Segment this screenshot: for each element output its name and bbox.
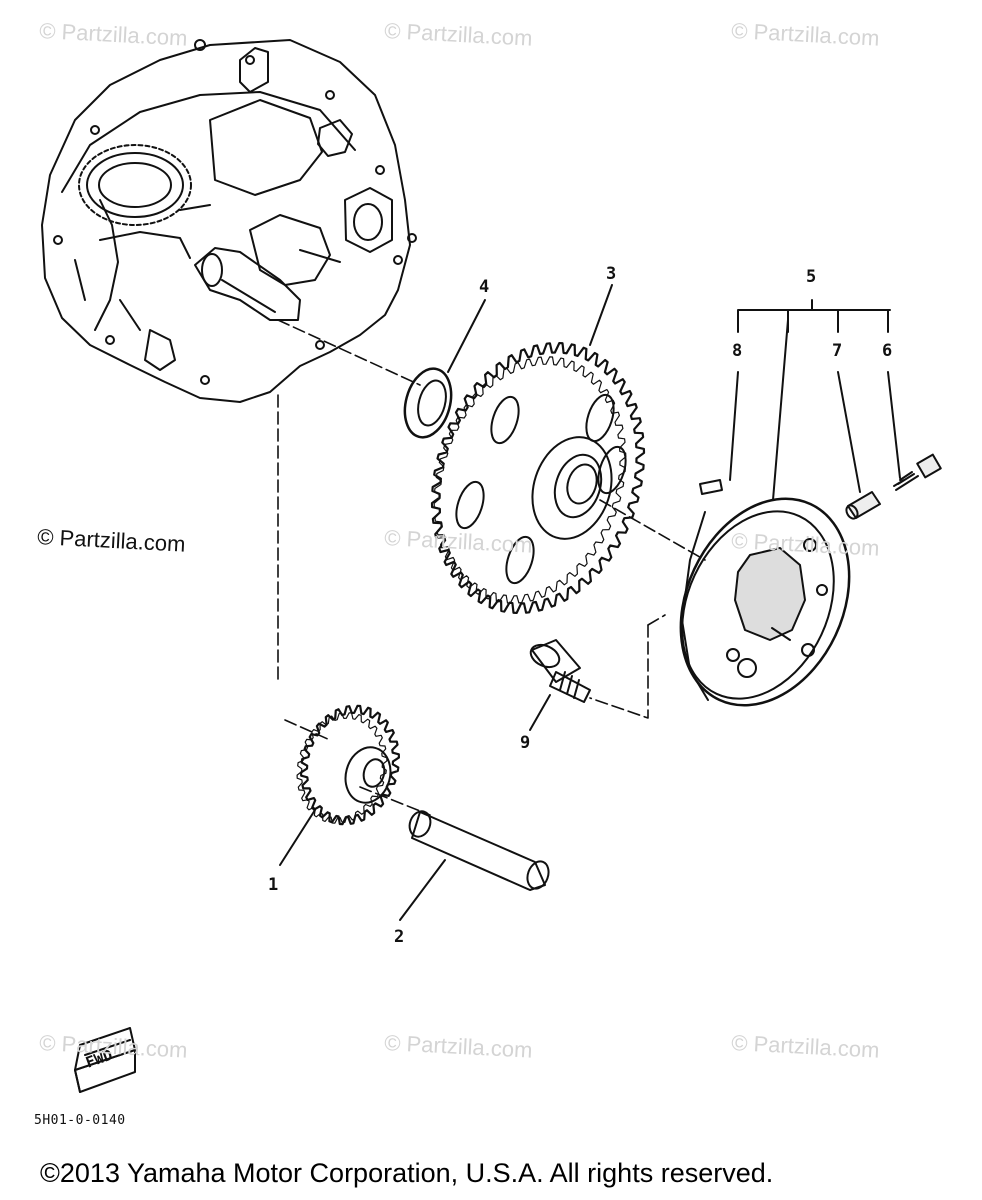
spring-part-6 xyxy=(893,453,942,491)
shaft-part-2 xyxy=(408,810,550,891)
callout-3: 3 xyxy=(606,264,616,284)
callout-leaders xyxy=(279,284,901,921)
callout-1: 1 xyxy=(268,875,278,895)
assembly-axis-lines xyxy=(277,319,706,816)
copyright-notice: ©2013 Yamaha Motor Corporation, U.S.A. A… xyxy=(40,1158,774,1188)
callout-6: 6 xyxy=(882,341,892,361)
washer-part-4 xyxy=(403,367,453,439)
drawing-code: 5H01-0-0140 xyxy=(34,1113,126,1128)
wheel-gear-part-3 xyxy=(430,342,646,614)
starter-clutch-part-5 xyxy=(679,497,851,707)
callout-9: 9 xyxy=(520,733,530,753)
callout-2: 2 xyxy=(394,927,404,947)
forward-direction-marker xyxy=(74,1027,136,1093)
crankcase-illustration xyxy=(41,39,417,403)
callout-4: 4 xyxy=(479,277,489,297)
idle-gear-part-1 xyxy=(296,704,400,826)
callout-5: 5 xyxy=(806,267,816,287)
roller-part-7 xyxy=(845,491,881,520)
callout-8: 8 xyxy=(732,341,742,361)
callout-7: 7 xyxy=(832,341,842,361)
plunger-part-8 xyxy=(699,479,723,495)
bolt-part-9 xyxy=(529,639,591,703)
